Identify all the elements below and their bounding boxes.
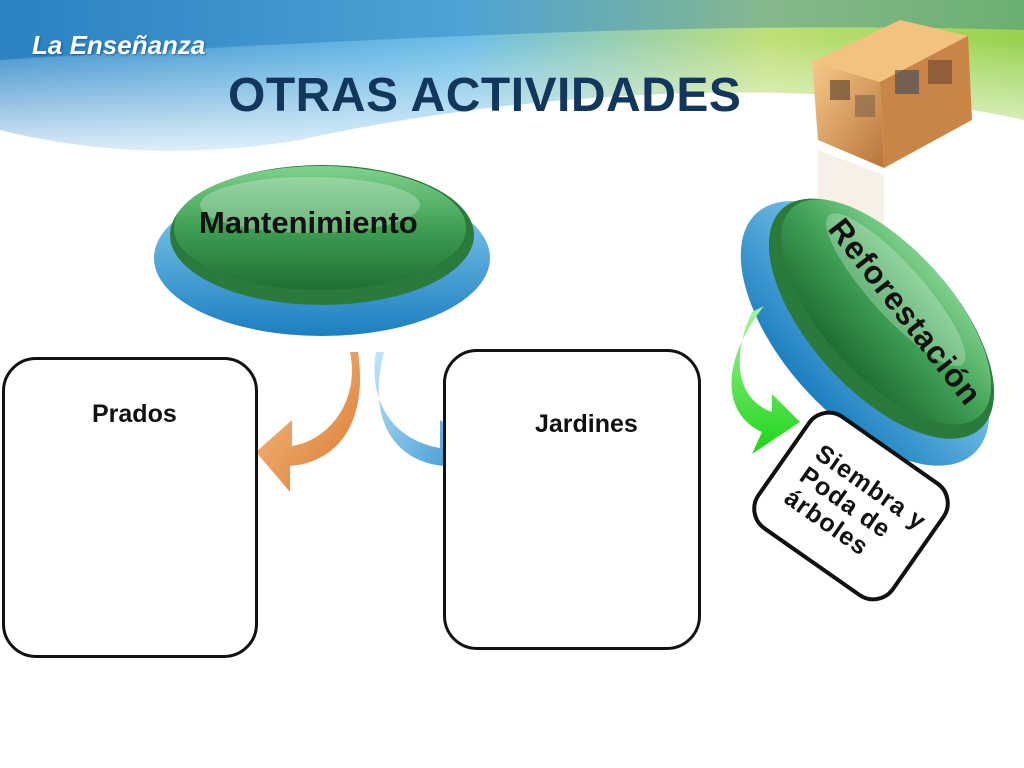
brand-text: La Enseñanza [32,30,206,60]
photo-cube-icon [812,20,972,235]
mantenimiento-label: Mantenimiento [199,205,418,240]
arrow-to-siembra [731,306,800,454]
mantenimiento-node [154,165,490,336]
arrow-to-prados [256,352,361,492]
prados-card [2,357,258,658]
prados-label: Prados [92,400,177,428]
jardines-card [443,349,701,650]
page-title: OTRAS ACTIVIDADES [228,69,742,122]
jardines-label: Jardines [535,410,638,438]
reforestacion-node [740,198,995,466]
